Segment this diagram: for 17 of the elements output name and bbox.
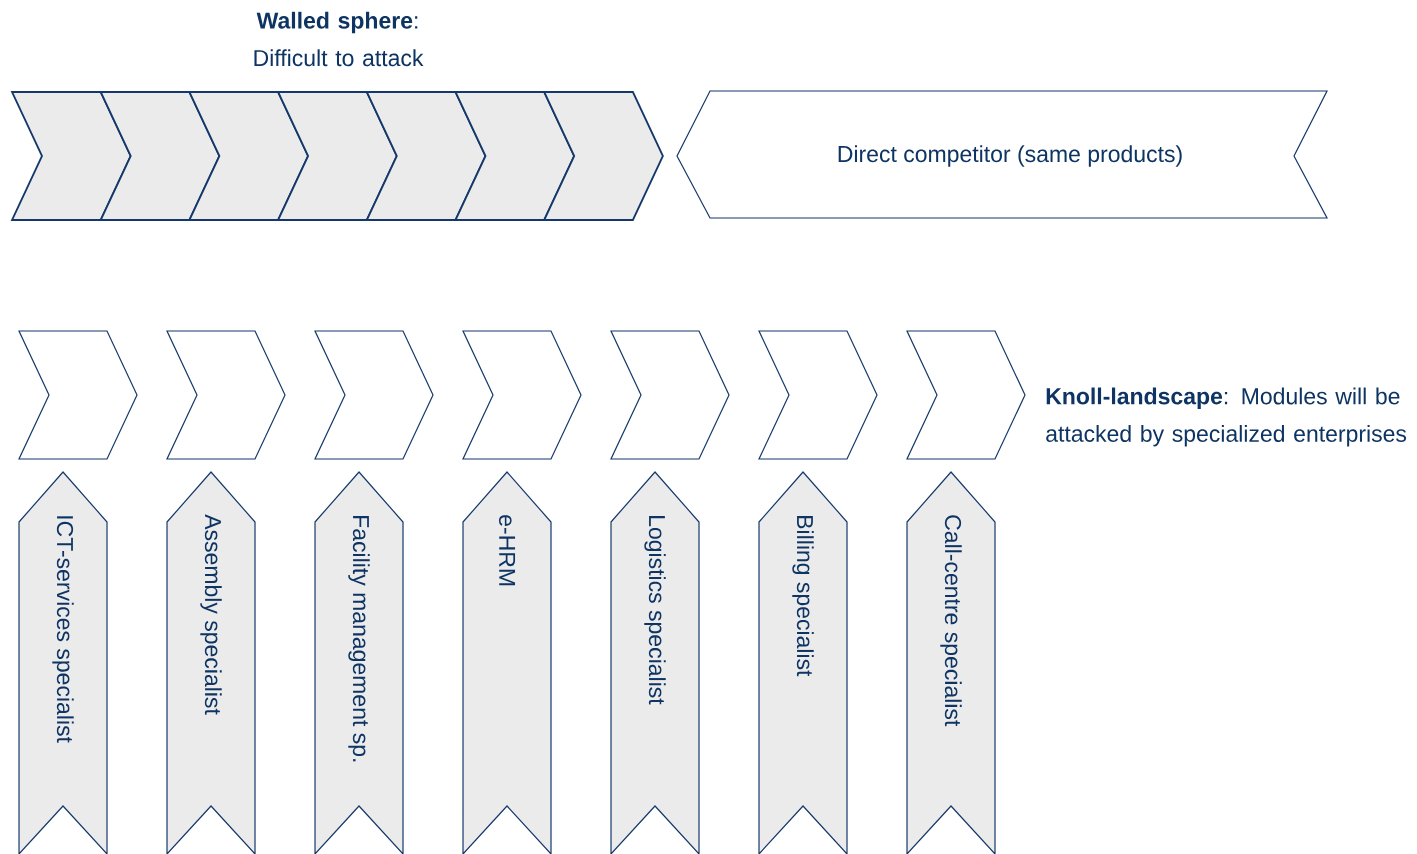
step-box [758, 330, 878, 460]
step-box [166, 330, 286, 460]
step-box [314, 330, 434, 460]
segment-box [454, 91, 576, 221]
segment-box [99, 91, 221, 221]
segment-box [365, 91, 487, 221]
step-box [462, 330, 582, 460]
segment-box [10, 91, 132, 221]
step-box [906, 330, 1026, 460]
segment-box [188, 91, 310, 221]
step-box [18, 330, 138, 460]
segment-box [542, 91, 664, 221]
note-text: Knoll-landscape: Modules will be attacked by specialized enterprises [1046, 387, 1407, 447]
note-text: Walled sphere: Difficult to attack [254, 11, 424, 67]
segment-box [276, 91, 398, 221]
chevron-box: Direct competitor (same products) [676, 90, 1328, 219]
step-box [610, 330, 730, 460]
